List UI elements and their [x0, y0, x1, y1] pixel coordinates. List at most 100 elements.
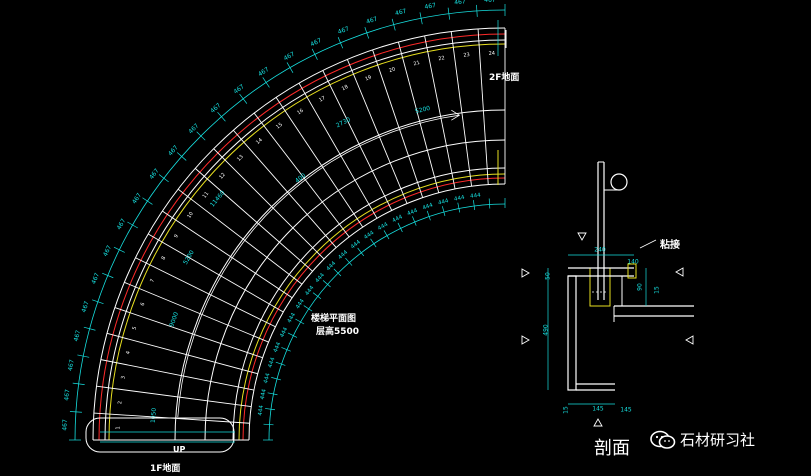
- step-number: 11: [202, 191, 211, 200]
- dimension-tick: [412, 216, 417, 226]
- stair-tread-line: [477, 28, 489, 185]
- stair-tread-line: [397, 41, 440, 193]
- section-dimension-label: 15: [563, 406, 570, 414]
- section-dimension-label: 490: [543, 324, 550, 336]
- dimension-tick: [275, 361, 286, 366]
- label-2f-floor: 2F地面: [489, 73, 520, 83]
- dimension-tick: [391, 18, 396, 31]
- stair-tread-line: [424, 35, 456, 190]
- view-marker: [521, 268, 530, 278]
- stair-tread-line: [372, 49, 424, 198]
- dimension-tick: [267, 392, 278, 396]
- dimension-tick: [196, 131, 206, 141]
- misc-dimension-label: 1050: [150, 407, 158, 423]
- outer-dimension-label: 467: [309, 37, 323, 48]
- inner-dimension-label: 444: [304, 285, 315, 297]
- outer-dimension-label: 467: [167, 144, 180, 157]
- outer-dimension-label: 467: [337, 25, 350, 36]
- step-number: 23: [463, 52, 470, 59]
- stair-tread-line: [177, 188, 303, 285]
- step-number: 22: [438, 55, 445, 62]
- dimension-tick: [322, 280, 331, 288]
- label-handrail: 粘接: [660, 240, 680, 251]
- handrail-joint: [627, 263, 637, 279]
- walking-arrow: [451, 109, 461, 121]
- step-number: 18: [341, 84, 349, 92]
- step-number: 16: [296, 108, 305, 117]
- dimension-tick: [442, 206, 446, 216]
- step-number: 21: [413, 60, 421, 67]
- view-marker: [593, 418, 603, 427]
- dimension-tick: [113, 246, 125, 253]
- outer-dimension-label: 467: [257, 66, 271, 78]
- dimension-tick: [333, 268, 342, 277]
- view-marker: [577, 232, 587, 241]
- stair-tread-line: [233, 129, 337, 248]
- label-up: UP: [173, 445, 186, 454]
- dimension-tick: [72, 382, 85, 386]
- stair-tread-line: [135, 257, 276, 328]
- outer-dimension-label: 467: [63, 389, 71, 401]
- stair-tread-line: [194, 168, 313, 272]
- label-1f-floor: 1F地面: [150, 464, 181, 474]
- dimension-tick: [281, 347, 291, 352]
- leader-line: [639, 239, 657, 249]
- stair-tread-line: [253, 112, 350, 238]
- dimension-tick: [357, 247, 365, 257]
- stair-tread-line: [162, 210, 293, 299]
- inner-dimension-label: 444: [258, 404, 265, 416]
- dimension-tick: [262, 77, 270, 88]
- dimension-tick: [158, 174, 169, 183]
- outer-dimension-label: 467: [283, 51, 297, 63]
- view-marker: [521, 335, 530, 345]
- misc-dimension-label: 2730: [335, 116, 352, 129]
- inner-dimension-label: 444: [295, 298, 306, 310]
- stair-tread-line: [106, 332, 258, 375]
- section-dimension-label: 145: [620, 407, 632, 414]
- view-marker: [685, 335, 694, 345]
- stringer-wall: [567, 275, 577, 391]
- section-dimension-label: 145: [592, 406, 604, 413]
- dimension-tick: [286, 62, 294, 73]
- view-marker: [675, 267, 684, 277]
- inner-dimension-label: 444: [377, 221, 390, 232]
- misc-dimension-label: 400: [294, 172, 307, 185]
- section-dimension-label: 240: [594, 247, 606, 254]
- walking-line: [177, 114, 460, 418]
- dimension-tick: [447, 7, 451, 20]
- inner-dimension-label: 444: [337, 249, 349, 261]
- dimension-tick: [457, 202, 461, 213]
- dimension-tick: [311, 48, 318, 60]
- misc-dimension-label: 5200: [182, 249, 196, 266]
- dimension-tick: [488, 198, 491, 209]
- stair-tread-line: [147, 233, 284, 313]
- outer-dimension-label: 467: [90, 272, 101, 285]
- dimension-tick: [265, 408, 276, 411]
- stair-tread-line: [275, 97, 364, 228]
- inner-dimension-label: 444: [470, 193, 482, 200]
- inner-dimension-label: 444: [363, 230, 375, 241]
- stair-tread-line: [298, 82, 378, 219]
- post-anchor: [589, 267, 611, 307]
- inner-dimension-label: 444: [279, 326, 289, 339]
- outer-dimension-label: 467: [424, 2, 437, 11]
- step-number: 6: [140, 302, 147, 307]
- stair-tread-line: [96, 385, 252, 408]
- stair-tread-line: [213, 148, 325, 260]
- outer-dimension-label: 467: [81, 300, 91, 313]
- handrail-section: [610, 173, 628, 191]
- step-number: 20: [388, 66, 396, 74]
- stair-tread-line: [450, 31, 473, 187]
- dimension-tick: [312, 292, 322, 300]
- step-number: 2: [117, 401, 123, 405]
- wechat-icon: [650, 430, 676, 449]
- inner-dimension-label: 444: [438, 198, 450, 207]
- outer-dimension-label: 467: [394, 8, 407, 18]
- inner-dimension-label: 444: [422, 202, 434, 211]
- outer-dimension-label: 467: [116, 217, 128, 231]
- step-number: 8: [161, 255, 168, 261]
- dimension-tick: [263, 423, 274, 426]
- outer-dimension-label: 467: [365, 15, 378, 25]
